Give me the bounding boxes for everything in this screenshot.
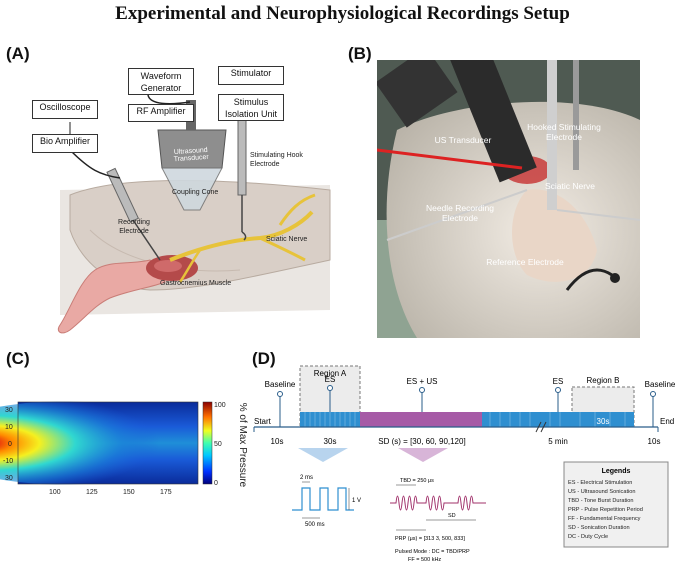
x-tick: 125 [86, 489, 98, 496]
es-us-label: ES + US [407, 377, 438, 386]
es-bar-b [482, 412, 634, 427]
baseline-right-label: Baseline [645, 380, 676, 389]
es-label-1: ES [325, 375, 336, 384]
panel-c-label: (C) [6, 349, 30, 368]
us-tbd-label: TBD = 250 μs [400, 478, 434, 484]
surgery-photo [377, 60, 640, 338]
gastrocnemius-label: Gastrocnemius Muscle [160, 280, 232, 287]
y-tick: 0 [8, 441, 12, 448]
legend-item: US - Ultrasound Sonication [568, 489, 635, 495]
colorbar-label: % of Max Pressure [237, 403, 248, 488]
end-label: End [660, 417, 674, 426]
stimulus-isolation-box: Stimulus Isolation Unit [218, 94, 284, 121]
bio-amplifier-box: Bio Amplifier [32, 134, 98, 153]
recording-electrode-label: Recording Electrode [118, 219, 150, 235]
legend-item: PRP - Pulse Repetition Period [568, 507, 643, 513]
us-sd-label: SD [448, 513, 456, 519]
us-transducer-label: US Transducer [434, 135, 492, 145]
stimulator-box: Stimulator [218, 66, 284, 85]
us-ff-label: FF = 500 kHz [408, 557, 441, 563]
panel-a-label: (A) [6, 44, 30, 63]
es-label-2: ES [553, 377, 564, 386]
region-a-label: Region A [314, 369, 347, 378]
duration-30s-b: 30s [597, 417, 610, 426]
x-tick: 100 [49, 489, 61, 496]
pressure-heatmap: 30 10 0 -10 30 100 125 150 175 100 50 0 … [0, 401, 248, 496]
duration-10s-b: 10s [648, 437, 661, 446]
legend-title: Legends [602, 468, 631, 475]
panel-d-label: (D) [252, 349, 276, 368]
colorbar-tick: 100 [214, 402, 226, 409]
es-pulse-train [292, 487, 354, 511]
hooked-electrode-label: Hooked Stimulating Electrode [527, 122, 601, 142]
us-mode-label: Pulsed Mode : DC = TBD/PRP [395, 549, 470, 555]
sciatic-nerve-label-a: Sciatic Nerve [266, 236, 308, 243]
es-pulse-width: 2 ms [300, 475, 313, 481]
es-pulse-period: 500 ms [305, 522, 325, 528]
legend-item: DC - Duty Cycle [568, 534, 608, 540]
y-tick: 30 [5, 407, 13, 414]
figure-title: Experimental and Neurophysiological Reco… [115, 3, 570, 24]
sciatic-nerve-label-b: Sciatic Nerve [544, 181, 596, 191]
legend-item: SD - Sonication Duration [568, 525, 630, 531]
colorbar-tick: 50 [214, 441, 222, 448]
y-tick: -10 [3, 458, 13, 465]
duration-30s: 30s [324, 437, 337, 446]
timeline-diagram: Region A Region B Baseline ES ES + US ES… [253, 365, 676, 563]
es-us-bar [360, 412, 482, 427]
surgery-photo-drawing [377, 60, 640, 338]
oscilloscope-box: Oscilloscope [32, 100, 98, 119]
reference-electrode-label: Reference Electrode [486, 257, 564, 267]
start-label: Start [254, 417, 272, 426]
coupling-cone-label: Coupling Cone [172, 189, 219, 196]
legend-item: FF - Fundamental Frequency [568, 516, 641, 522]
y-tick: 30 [5, 475, 13, 482]
stimulating-hook-label: Stimulating Hook Electrode [250, 152, 303, 168]
us-pulse-train [390, 495, 486, 511]
colorbar-tick: 0 [214, 480, 218, 487]
needle-electrode-label: Needle Recording Electrode [425, 203, 495, 223]
duration-sd: SD (s) = [30, 60, 90,120] [378, 437, 465, 446]
duration-5min: 5 min [548, 437, 568, 446]
colorbar [202, 401, 213, 485]
x-tick: 150 [123, 489, 135, 496]
us-zoom-marker [398, 448, 448, 462]
legend-item: ES - Electrical Stimulation [568, 480, 632, 486]
heatmap-focus [0, 401, 210, 485]
y-tick: 10 [5, 424, 13, 431]
panel-a-illustration [57, 78, 331, 334]
baseline-left-label: Baseline [265, 380, 296, 389]
us-prp-label: PRP (μs) = [313 3, 500, 833] [395, 536, 465, 542]
rf-amplifier-box: RF Amplifier [128, 104, 194, 122]
duration-10s-a: 10s [271, 437, 284, 446]
legend-item: TBD - Tone Burst Duration [568, 498, 634, 504]
x-tick: 175 [160, 489, 172, 496]
region-b-label: Region B [587, 376, 620, 385]
es-zoom-marker [298, 448, 348, 462]
es-pulse-amp: 1 V [352, 498, 361, 504]
waveform-generator-box: Waveform Generator [128, 68, 194, 95]
panel-b-label: (B) [348, 44, 372, 63]
legend-box [563, 461, 669, 548]
